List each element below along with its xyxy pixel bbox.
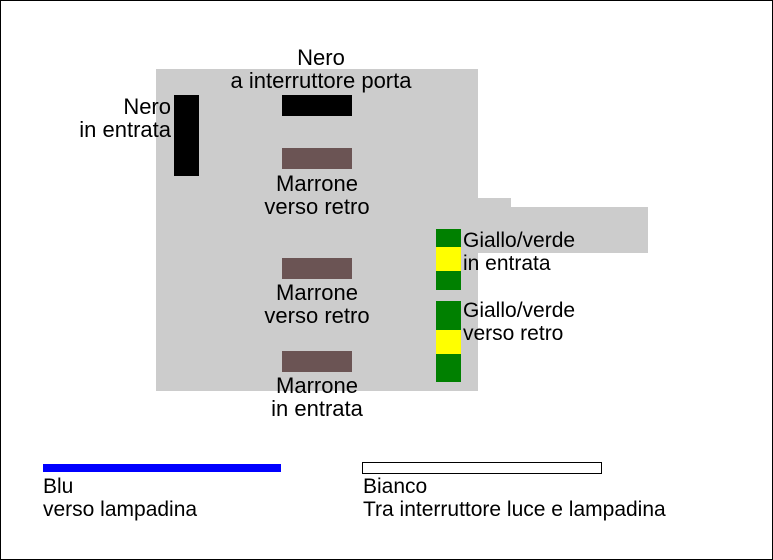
label-line: in entrata [271, 396, 363, 421]
label-line: Tra interruttore luce e lampadina [363, 498, 666, 521]
label-line: Marrone [276, 373, 358, 398]
label-marrone-retro-2: Marrone verso retro [237, 281, 397, 327]
label-line: Bianco [363, 475, 428, 498]
wire-marrone-retro-2 [282, 258, 352, 279]
label-bianco: Bianco Tra interruttore luce e lampadina [363, 475, 666, 521]
label-line: a interruttore porta [230, 68, 412, 93]
wire-giallo-verde-retro [436, 301, 461, 382]
wire-blu [43, 464, 281, 472]
label-line: verso retro [264, 303, 370, 328]
label-line: verso lampadina [43, 498, 198, 521]
label-line: verso retro [264, 194, 370, 219]
conduit-extension [478, 207, 648, 253]
label-line: Giallo/verde [463, 299, 576, 322]
wire-nero-entrata [174, 95, 199, 176]
label-nero-porta: Nero a interruttore porta [201, 46, 441, 92]
label-line: Nero [297, 45, 345, 70]
label-line: verso retro [463, 322, 564, 345]
label-line: Marrone [276, 171, 358, 196]
label-line: in entrata [463, 252, 551, 275]
wire-nero-porta [282, 95, 352, 116]
label-line: in entrata [79, 117, 171, 142]
label-blu: Blu verso lampadina [43, 475, 197, 521]
wire-marrone-retro-1 [282, 148, 352, 169]
label-marrone-retro-1: Marrone verso retro [237, 172, 397, 218]
conduit-tab [478, 198, 511, 208]
label-gv-retro: Giallo/verde verso retro [463, 299, 575, 345]
junction-box [156, 69, 478, 391]
label-nero-entrata: Nero in entrata [31, 95, 171, 141]
wire-bianco [362, 462, 602, 474]
label-line: Giallo/verde [463, 229, 576, 252]
label-line: Blu [43, 475, 74, 498]
label-marrone-entrata: Marrone in entrata [237, 374, 397, 420]
label-gv-entrata: Giallo/verde in entrata [463, 229, 575, 275]
wire-giallo-verde-entrata [436, 229, 461, 290]
label-line: Marrone [276, 280, 358, 305]
label-line: Nero [123, 94, 171, 119]
wire-marrone-entrata [282, 351, 352, 372]
